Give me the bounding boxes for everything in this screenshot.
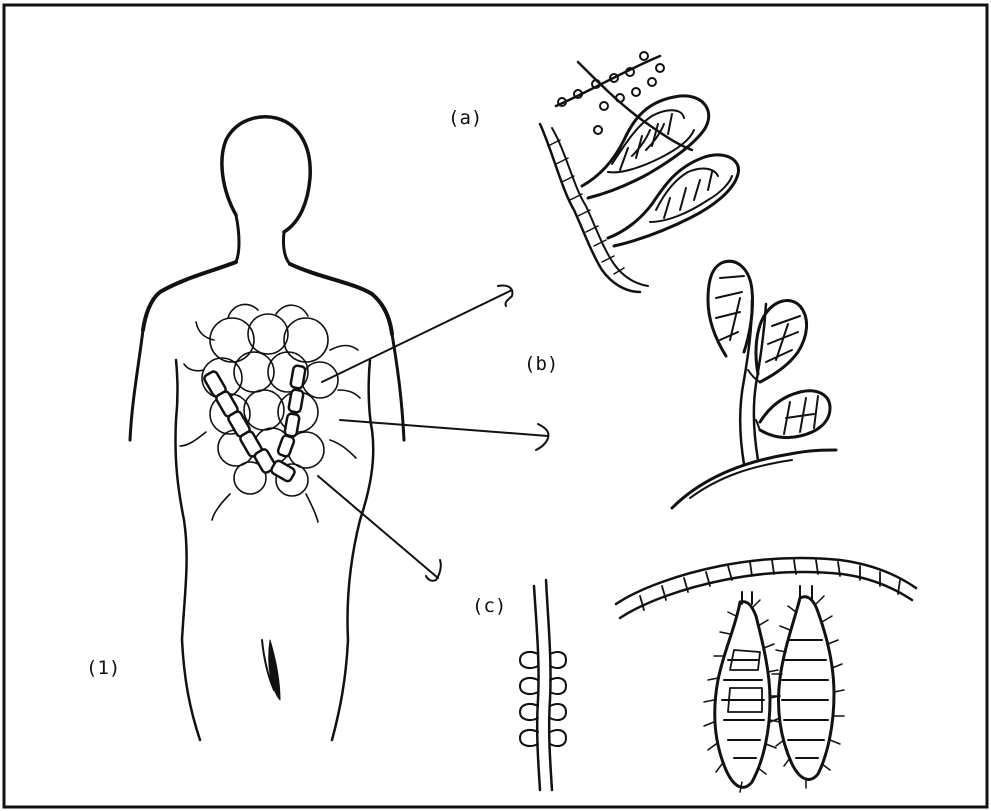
side-right: [348, 360, 374, 640]
arrow-to-c: [318, 476, 441, 581]
hypha-knobs: [520, 652, 566, 746]
arrow-to-a: [322, 285, 512, 382]
label-1: (1): [86, 657, 120, 679]
structure-c: [520, 558, 916, 792]
structure-a: [540, 52, 739, 292]
lung-hyphae: [203, 365, 306, 482]
label-b: (b): [524, 353, 558, 375]
label-a: (a): [448, 107, 482, 129]
leg-left: [182, 640, 200, 740]
neck-right: [283, 232, 290, 264]
structure-b: [672, 261, 836, 508]
shoulder-right: [290, 264, 392, 334]
label-c: (c): [472, 595, 506, 617]
neck-left: [236, 215, 239, 262]
leg-right: [332, 640, 348, 740]
human-figure: [130, 117, 404, 740]
figure-border: [4, 5, 987, 807]
side-left: [175, 360, 186, 640]
groin-shade: [269, 640, 280, 700]
hypha-a: [540, 124, 640, 292]
arm-left: [130, 330, 143, 440]
arrows: [318, 285, 549, 580]
